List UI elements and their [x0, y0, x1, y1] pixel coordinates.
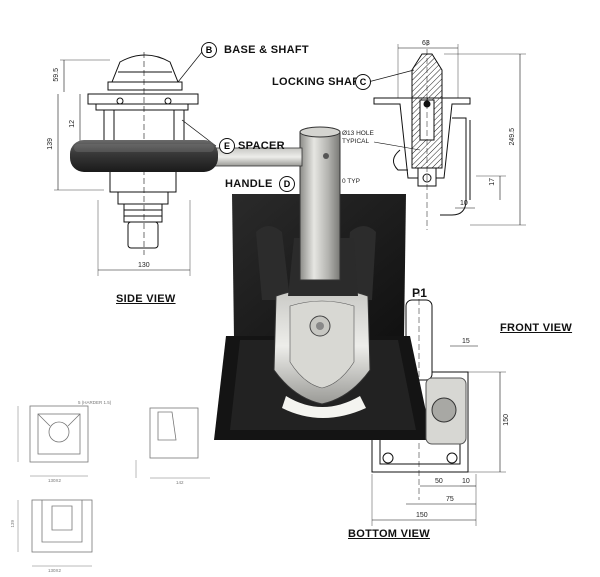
thumb-note-d: 130X2: [48, 568, 62, 573]
locking-shaft-section: [367, 40, 526, 230]
thumb-note-c: 142: [176, 480, 184, 485]
front-view-title: FRONT VIEW: [500, 322, 573, 334]
thumb-note-a: 5 (HARDER 1.5): [78, 400, 112, 405]
typ-note: 0 TYP: [342, 178, 360, 185]
dim-12: 12: [69, 120, 76, 128]
dim-15: 15: [462, 338, 470, 345]
product-photo: [70, 126, 432, 440]
dim-63: 63: [422, 40, 430, 47]
dim-139: 139: [47, 138, 54, 150]
side-view-title: SIDE VIEW: [116, 293, 176, 305]
locking-shaft-label: LOCKING SHAFT: [272, 76, 367, 88]
handle-ref-circle: D: [279, 176, 295, 192]
dim-75: 75: [446, 496, 454, 503]
locking-shaft-ref-circle: C: [355, 74, 371, 90]
dim-10-bottom: 10: [462, 478, 470, 485]
thumb-note-b: 130X2: [48, 478, 62, 483]
hole-note-typical: TYPICAL: [342, 138, 370, 145]
spacer-label: SPACER: [238, 140, 285, 152]
thumb-note-e: 139: [10, 520, 15, 528]
spacer-ref-circle: E: [219, 138, 235, 154]
dim-50: 50: [435, 478, 443, 485]
handle-label: HANDLE: [225, 178, 273, 190]
dim-10-front: 10: [460, 200, 468, 207]
dim-150-vertical: 150: [503, 414, 510, 426]
dim-17: 17: [489, 178, 496, 186]
dim-59-5: 59.5: [53, 68, 60, 82]
dim-130: 130: [138, 262, 150, 269]
front-bracket-photo: [425, 377, 467, 445]
base-shaft-label: BASE & SHAFT: [224, 44, 309, 56]
thumbnail-drawings: [17, 405, 210, 567]
dim-249-5: 249.5: [509, 128, 516, 146]
p1-label: P1: [412, 286, 428, 300]
dim-150-horizontal: 150: [416, 512, 428, 519]
bottom-view-title: BOTTOM VIEW: [348, 528, 430, 540]
hole-note: Ø13 HOLE: [342, 130, 374, 137]
base-shaft-ref-circle: B: [201, 42, 217, 58]
